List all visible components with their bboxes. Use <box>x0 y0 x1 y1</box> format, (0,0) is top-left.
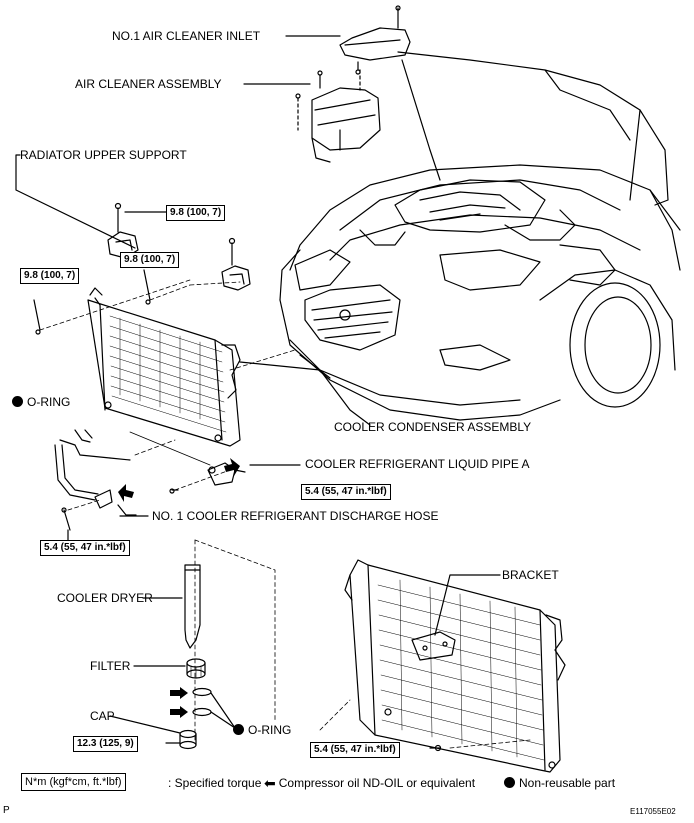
legend-unit-box: N*m (kgf*cm, ft.*lbf) <box>21 773 126 791</box>
cooler-condenser-illustration <box>87 287 241 447</box>
legend-oil: ⬅Compressor oil ND-OIL or equivalent <box>264 775 476 791</box>
cooler-dryer-part <box>184 564 201 649</box>
filter-part <box>186 658 206 679</box>
label-cooler-condenser-assembly: COOLER CONDENSER ASSEMBLY <box>334 420 532 434</box>
label-air-cleaner-assembly: AIR CLEANER ASSEMBLY <box>75 77 222 91</box>
radiator-upper-support-brackets <box>107 202 251 291</box>
label-air-cleaner-inlet: NO.1 AIR CLEANER INLET <box>112 29 261 43</box>
non-reusable-dot-icon <box>12 396 23 407</box>
torque-spec-4: 5.4 (55, 47 in.*lbf) <box>301 484 391 500</box>
footer-page-letter: P <box>3 805 10 816</box>
torque-spec-7: 5.4 (55, 47 in.*lbf) <box>310 742 400 758</box>
non-reusable-dot-icon <box>504 777 515 788</box>
torque-spec-3: 9.8 (100, 7) <box>20 268 80 284</box>
vehicle-front-illustration <box>279 51 681 421</box>
torque-spec-2: 9.8 (100, 7) <box>120 252 180 268</box>
torque-spec-1: 9.8 (100, 7) <box>166 205 226 221</box>
label-discharge-hose: NO. 1 COOLER REFRIGERANT DISCHARGE HOSE <box>152 509 439 523</box>
label-oring-top: O-RING <box>12 395 70 409</box>
figure-code: E117055E02 <box>630 807 676 816</box>
label-liquid-pipe-a: COOLER REFRIGERANT LIQUID PIPE A <box>305 457 530 471</box>
air-cleaner-assembly-part <box>295 69 381 163</box>
legend-non-reusable: Non-reusable part <box>504 776 615 790</box>
label-bracket: BRACKET <box>502 568 559 582</box>
cap-part <box>179 729 197 750</box>
label-cap: CAP <box>90 709 115 723</box>
torque-spec-6: 12.3 (125, 9) <box>73 736 138 752</box>
air-cleaner-inlet-part <box>339 5 411 75</box>
label-radiator-upper-support: RADIATOR UPPER SUPPORT <box>20 148 187 162</box>
condenser-detail-illustration <box>344 559 566 773</box>
oil-arrow-icon: ⬅ <box>264 775 276 791</box>
bracket-part <box>411 631 456 661</box>
label-filter: FILTER <box>90 659 131 673</box>
label-oring-bottom: O-RING <box>233 723 291 737</box>
torque-spec-5: 5.4 (55, 47 in.*lbf) <box>40 540 130 556</box>
legend-specified-torque: : Specified torque <box>168 776 262 790</box>
non-reusable-dot-icon <box>233 724 244 735</box>
label-cooler-dryer: COOLER DRYER <box>57 591 153 605</box>
